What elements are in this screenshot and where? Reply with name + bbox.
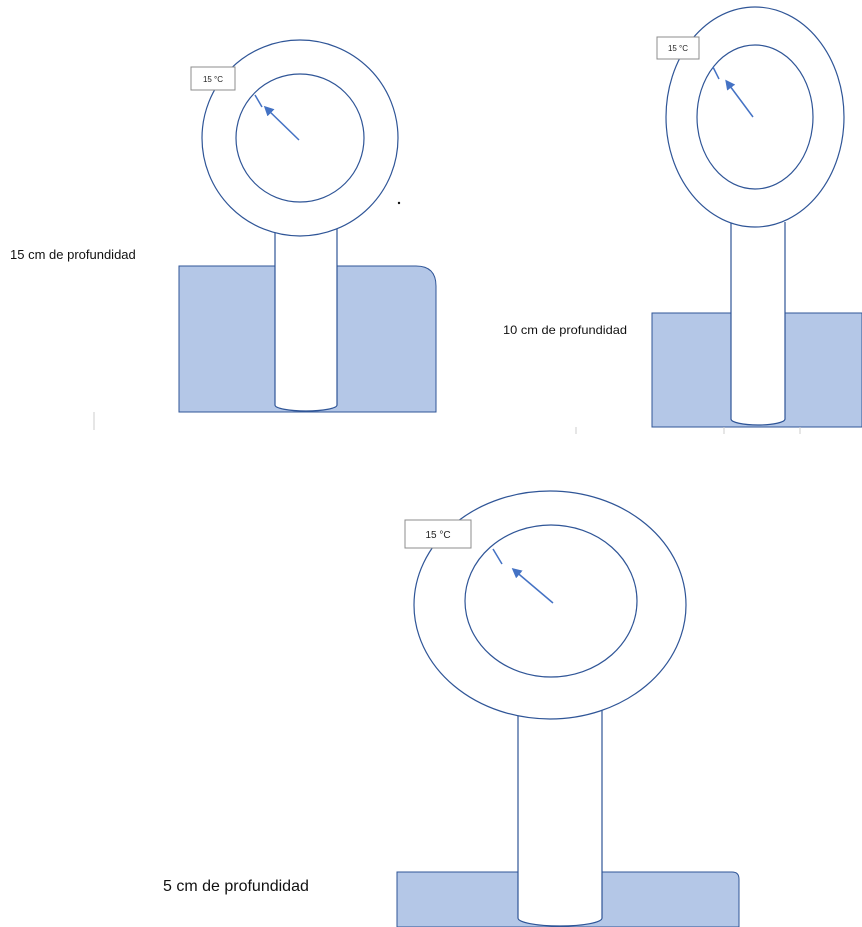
thermometer-15cm: 15 °C 15 cm de profundidad xyxy=(10,39,437,430)
dial-face xyxy=(235,73,365,203)
depth-label: 15 cm de profundidad xyxy=(10,247,136,262)
arrow-icon xyxy=(725,79,754,118)
dial-face xyxy=(696,44,814,190)
thermometer-stem xyxy=(730,222,786,426)
depth-label: 10 cm de profundidad xyxy=(503,323,627,337)
arrow-icon xyxy=(263,105,300,141)
depth-label: 5 cm de profundidad xyxy=(163,878,309,895)
dial-tick xyxy=(712,66,720,80)
dial-tick xyxy=(254,94,263,108)
reading-box xyxy=(656,36,700,60)
reading-box xyxy=(404,519,472,549)
stray-dot xyxy=(397,201,401,205)
arrow-icon xyxy=(511,568,554,604)
thermometer-stem xyxy=(274,226,338,412)
thermometer-5cm: 15 °C 5 cm de profundidad xyxy=(163,490,740,927)
temperature-reading: 15 °C xyxy=(668,44,688,53)
temperature-reading: 15 °C xyxy=(203,75,223,84)
reading-box xyxy=(190,66,236,91)
temperature-reading: 15 °C xyxy=(425,530,450,541)
thermometer-stem xyxy=(517,708,603,927)
dial-tick xyxy=(492,548,503,565)
thermometer-10cm: 15 °C 10 cm de profundidad xyxy=(503,6,862,434)
